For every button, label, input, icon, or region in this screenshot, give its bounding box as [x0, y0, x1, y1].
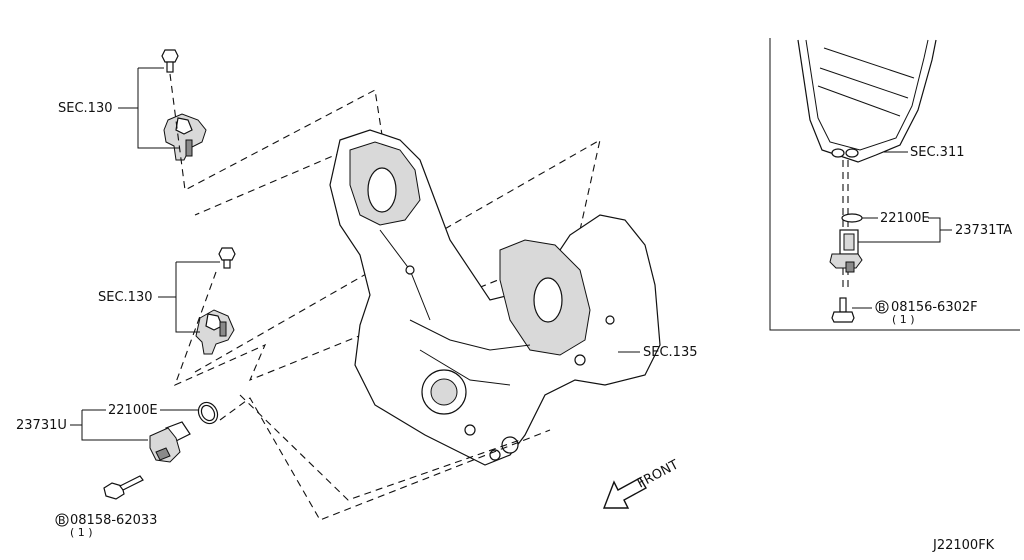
bolt-marker-right: B — [875, 300, 889, 314]
bolt-right-quantity: ( 1 ) — [892, 313, 915, 326]
svg-text:B: B — [878, 301, 886, 314]
upper-camshaft-sensor — [118, 49, 383, 216]
part-22100e-left-label: 22100E — [108, 403, 158, 418]
inset-panel — [769, 38, 1020, 331]
sec130-lower-label: SEC.130 — [98, 290, 153, 305]
diagram-code: J22100FK — [932, 538, 995, 553]
front-label: FRONT — [635, 457, 681, 491]
part-23731u-label: 23731U — [16, 418, 67, 433]
bolt-right-number: 08156-6302F — [891, 300, 978, 315]
sec311-label: SEC.311 — [910, 145, 965, 160]
svg-text:B: B — [58, 514, 66, 527]
sec130-upper-label: SEC.130 — [58, 101, 113, 116]
front-arrow-icon — [602, 477, 647, 509]
lower-camshaft-sensor — [158, 138, 601, 387]
front-cover — [329, 129, 661, 466]
bolt-left-number: 08158-62033 — [70, 513, 157, 528]
part-23731ta-label: 23731TA — [955, 223, 1012, 238]
part-22100e-right-label: 22100E — [880, 211, 930, 226]
sec135-label: SEC.135 — [643, 345, 698, 360]
bolt-left-quantity: ( 1 ) — [70, 526, 93, 539]
bolt-marker-left: B — [55, 513, 69, 527]
crankshaft-sensor — [70, 394, 551, 521]
